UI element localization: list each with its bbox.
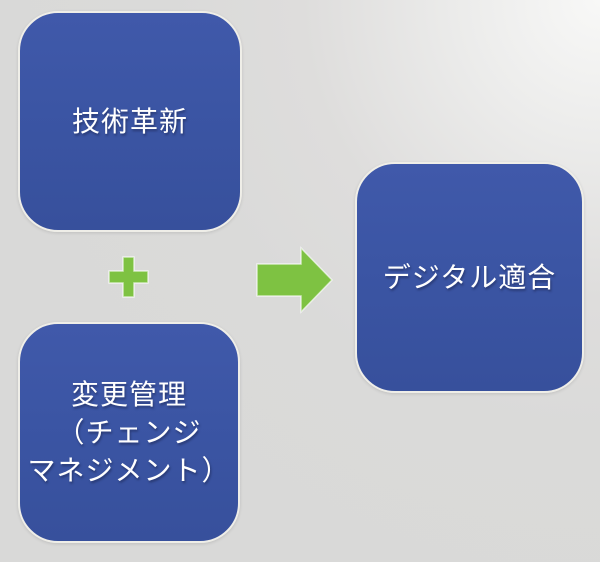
box-digital-fit-label: デジタル適合	[382, 260, 557, 294]
box-change-management-line3: マネジメント）	[27, 453, 231, 487]
box-digital-fit: デジタル適合	[355, 162, 584, 393]
arrow-right-icon	[256, 246, 334, 314]
box-change-management-label: 変更管理 （チェンジ マネジメント）	[27, 376, 230, 490]
plus-icon	[108, 256, 149, 298]
box-tech-innovation: 技術革新	[18, 11, 242, 232]
box-change-management-line2: （チェンジ	[56, 415, 202, 449]
box-tech-innovation-label: 技術革新	[71, 104, 188, 138]
box-change-management: 変更管理 （チェンジ マネジメント）	[18, 322, 240, 543]
box-change-management-line1: 変更管理	[70, 377, 187, 411]
